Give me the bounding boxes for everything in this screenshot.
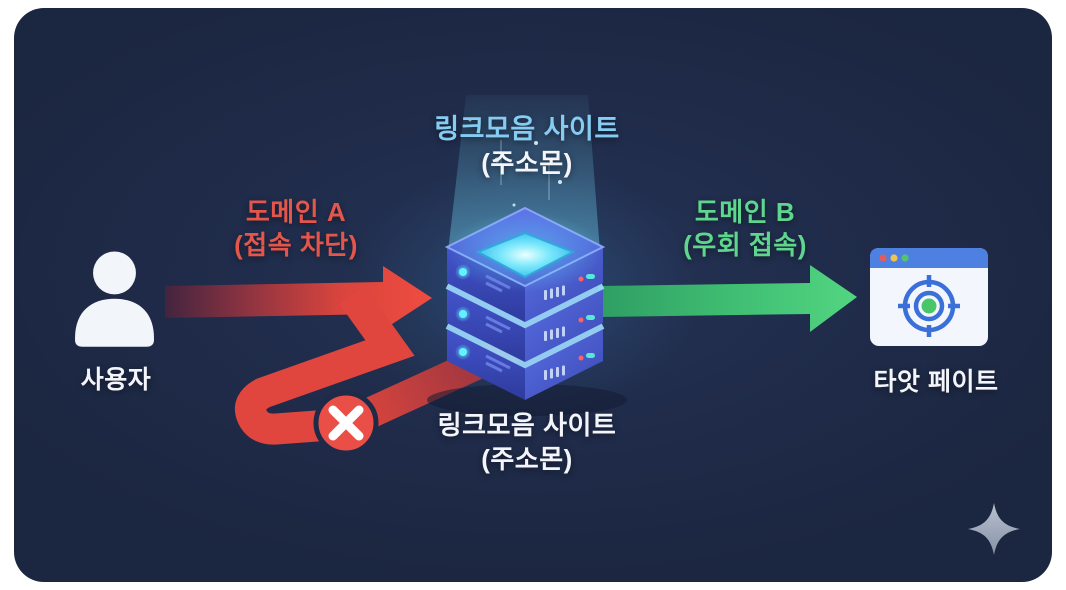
server-lights: [455, 264, 511, 373]
hub-top-label: 링크모음 사이트 (주소몬): [434, 112, 619, 180]
hub-site-title: 링크모음 사이트: [434, 114, 620, 144]
user-label: 사용자: [80, 366, 152, 394]
server-top-glow: [475, 231, 576, 279]
red-arrow-right-icon: [165, 266, 432, 330]
bypass-edge-label: 도메인 B (우회 접속): [683, 196, 807, 262]
browser-target-icon: [870, 248, 988, 346]
user-icon: [63, 244, 166, 350]
blocked-domain-line: 도메인 A: [245, 197, 347, 227]
server-vents: [544, 285, 565, 380]
server-indicators: [578, 274, 595, 361]
hub-site-subtitle: (주소몬): [481, 148, 573, 178]
target-label: 타앗 페이트: [873, 368, 999, 396]
hub-bottom-subtitle: (주소몬): [481, 444, 573, 474]
hub-bottom-title: 링크모음 사이트: [437, 410, 617, 440]
light-beam: [448, 95, 600, 252]
target-crosshair: [898, 275, 960, 337]
server-shadow: [427, 384, 627, 416]
bypass-status-line: (우회 접속): [683, 230, 807, 260]
diagram-art: [165, 95, 857, 456]
browser-titlebar: [870, 248, 988, 268]
diagram-panel: 링크모음 사이트 (주소몬) 도메인 A (접속 차단) 도메인 B (우회 접…: [14, 8, 1052, 582]
blocked-status-line: (접속 차단): [234, 230, 358, 260]
blocked-edge-label: 도메인 A (접속 차단): [234, 196, 358, 262]
bypass-domain-line: 도메인 B: [694, 197, 796, 227]
server-stack-icon: [427, 95, 627, 416]
x-circle-icon: [313, 390, 379, 456]
sparkle-icon: [968, 503, 1020, 555]
green-arrow-right-icon: [598, 265, 857, 332]
hub-bottom-label: 링크모음 사이트 (주소몬): [438, 408, 617, 476]
